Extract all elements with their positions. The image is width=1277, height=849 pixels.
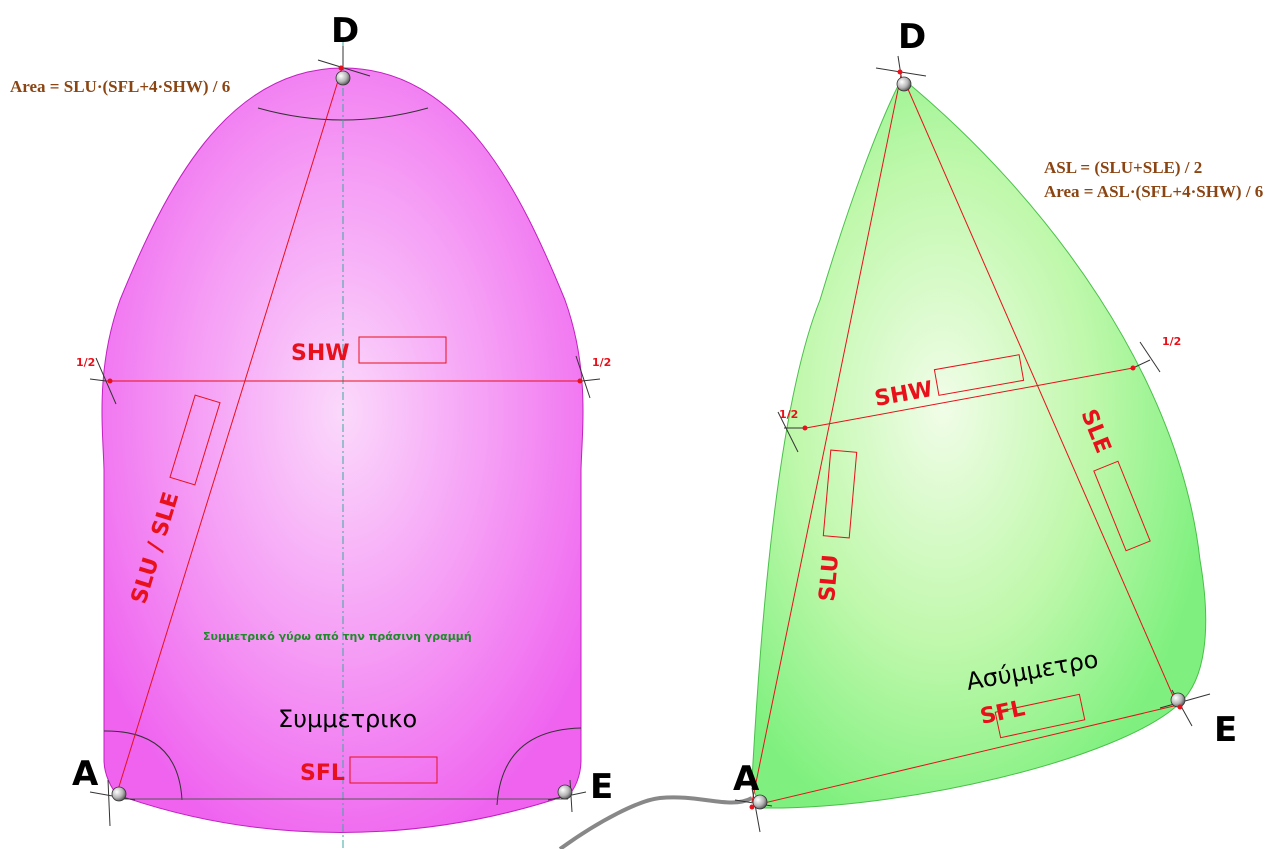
symmetric-sail: D A E Area = SLU·(SFL+4·SHW) / 6 SHW SFL… xyxy=(10,11,613,849)
sfl-value-box xyxy=(349,756,438,784)
half-marker-left xyxy=(89,357,117,405)
symmetric-shw-label: SHW xyxy=(291,341,350,366)
tack-arc xyxy=(103,730,183,801)
slu-value-box xyxy=(822,449,858,539)
clew-fitting xyxy=(1159,689,1211,727)
tack-fitting xyxy=(89,779,136,827)
symmetric-sfl-label: SFL xyxy=(300,761,345,786)
sfl-line xyxy=(759,704,1179,805)
shw-value-box xyxy=(933,354,1025,396)
luff-value-box xyxy=(169,394,221,486)
clew-fitting xyxy=(547,779,587,813)
shw-line xyxy=(805,367,1134,429)
asymmetric-half-left: 1/2 xyxy=(779,408,798,421)
asymmetric-tack-label: A xyxy=(733,759,760,799)
luff-line xyxy=(116,67,343,794)
symmetric-half-left: 1/2 xyxy=(76,356,95,369)
asymmetric-sail: D A E ASL = (SLU+SLE) / 2 Area = ASL·(SF… xyxy=(733,17,1263,833)
tack-fitting xyxy=(734,787,773,833)
symmetric-clew-label: E xyxy=(590,767,613,807)
symmetric-sail-name: Συμμετρικο xyxy=(278,705,417,733)
sfl-value-box xyxy=(994,693,1086,739)
symmetric-half-right: 1/2 xyxy=(592,356,611,369)
symmetric-head-label: D xyxy=(331,11,359,51)
asymmetric-sail-shape xyxy=(751,77,1207,809)
asymmetric-head-label: D xyxy=(898,17,926,57)
symmetry-note: Συμμετρικό γύρω από την πράσινη γραμμή xyxy=(203,630,472,643)
half-marker-right xyxy=(1130,341,1161,373)
clew-arc xyxy=(496,727,582,806)
head-fitting xyxy=(875,55,927,92)
asymmetric-area-formula: Area = ASL·(SFL+4·SHW) / 6 xyxy=(1044,182,1263,201)
half-marker-right xyxy=(575,355,601,399)
symmetric-tack-label: A xyxy=(72,754,99,794)
slu-line xyxy=(751,74,902,803)
half-marker-left xyxy=(777,411,808,453)
symmetric-sail-shape xyxy=(101,67,584,833)
asymmetric-half-right: 1/2 xyxy=(1162,335,1181,348)
head-fitting xyxy=(317,46,371,86)
asymmetric-clew-label: E xyxy=(1214,710,1237,750)
asl-formula: ASL = (SLU+SLE) / 2 xyxy=(1044,158,1202,177)
sheet-rope xyxy=(558,795,753,849)
shw-value-box xyxy=(358,336,447,364)
symmetric-area-formula: Area = SLU·(SFL+4·SHW) / 6 xyxy=(10,77,230,96)
sle-line xyxy=(903,79,1178,706)
asymmetric-slu-label: SLU xyxy=(815,554,844,603)
sle-value-box xyxy=(1093,460,1151,552)
